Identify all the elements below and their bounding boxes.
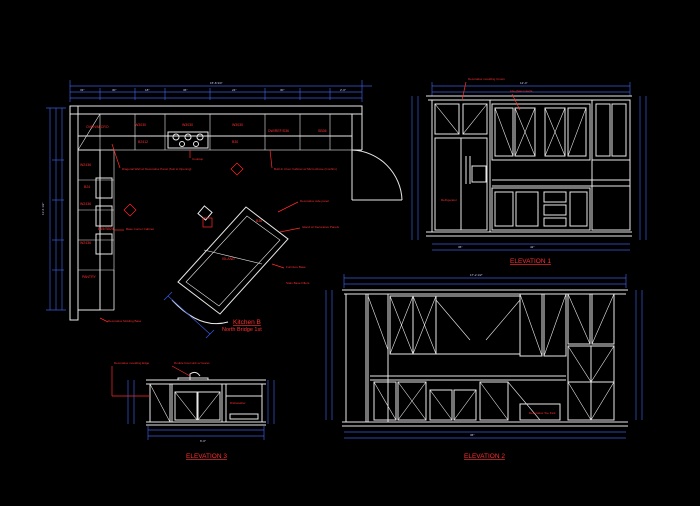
label-cab1: W3030 [135,123,146,127]
plan-left-dimensions: 11'-6 1/2" [41,107,66,311]
label-sink-side: B36 [256,219,262,223]
label-left1: W2436 [80,163,91,167]
dim-plan-c: 18" [145,88,149,92]
plan-island [171,205,289,325]
e1-callout-glass: Lite glass inserts [510,89,533,93]
e2-callout-base: Decorative Toe Kick [529,411,556,415]
burner-icon [196,133,204,141]
dim-e2-a: 36" [470,433,474,437]
plan-top-dimensions: 15'-8 3/4" 33" 30" 18" 36" 24" 30" 2'-0" [69,80,372,102]
floor-plan: 15'-8 3/4" 33" 30" 18" 36" 24" 30" 2'-0"… [41,80,403,339]
e3-callout-sink: Double bowl sink w/ faucet [174,361,210,365]
dim-plan-a: 33" [80,88,84,92]
elevation-3: 6'-0" Decorative moulding Edge Double bo… [111,361,275,460]
label-oven: OVEN/MICRO [86,125,109,129]
cooktop-outline [167,131,209,149]
callout-11: Decorative Molding Base [108,319,142,323]
plan-top-cabinet-run [77,113,353,151]
dim-e3-top: 6'-0" [200,439,206,443]
callout-7: Decorative side panel [300,199,329,203]
burner-icon [184,133,192,141]
dim-plan-g: 2'-0" [340,88,346,92]
callout-3: Built-In Oven Cabinet w/ Micro Above (Co… [274,167,337,171]
e1-callout-fridge: Refrigerator [441,198,457,202]
dim-e1-top: 12'-4" [520,81,528,85]
label-cab6: DW/REF/S36 [268,129,289,133]
e3-callout-dw: Dishwasher [230,401,246,405]
plan-subtitle: North Bridge 1st [222,327,262,333]
dim-left-overall: 11'-6 1/2" [41,203,45,215]
plan-door-swing [351,149,403,201]
dim-top-overall: 15'-8 3/4" [210,81,223,85]
callout-10: Furniture Base [286,265,306,269]
plan-island-dimension [163,291,215,339]
label-left2: B24 [84,185,90,189]
dim-e1-b: 42" [530,245,534,249]
label-cab5: B30 [232,140,238,144]
faucet-icon [189,371,201,380]
plan-cabinet-labels: OVEN/MICRO W3030 B2412 W3030 W3030 B30 D… [80,123,327,279]
elevation-1: 12'-4" 36" 42" [411,77,647,265]
dim-plan-b: 30" [112,88,116,92]
label-left4: W2436 [80,241,91,245]
section-marker-icon [230,162,244,176]
burner-icon [179,141,185,147]
elevation-2-title: ELEVATION 2 [464,453,505,460]
e3-callout-top: Decorative moulding Edge [114,361,150,365]
plan-callouts: Diagonal Wall w/ Decorative Panel (Suit … [99,143,340,323]
label-left3: W2436 [80,202,91,206]
label-cab4: W3030 [232,123,243,127]
elevation-2: 17'-2 1/2" 36" [325,273,643,460]
label-cab3: W3030 [182,123,193,127]
burner-icon [193,141,199,147]
section-marker-icon [123,203,137,217]
dim-plan-e: 24" [232,88,236,92]
ice-dispenser [471,165,487,183]
elevation-1-title: ELEVATION 1 [510,258,551,265]
dim-plan-f: 30" [280,88,284,92]
label-pantry: PANTRY [82,275,97,279]
callout-1: Diagonal Wall w/ Decorative Panel (Suit … [122,167,191,171]
dim-plan-d: 36" [183,88,187,92]
callout-2: Cooktop [192,157,204,161]
plan-title: Kitchen B [233,319,261,326]
dim-e2-top: 17'-2 1/2" [470,273,483,277]
label-cab7: SB36 [318,129,327,133]
plan-left-cabinet-run [77,149,115,311]
dim-e1-a: 36" [458,245,462,249]
callout-13: Stain Base Fillers [286,281,310,285]
label-island: ISLAND [222,257,235,261]
callout-8: Island w/ Decorative Panels [302,225,340,229]
label-left5: B15/SB24 [98,227,114,231]
burner-icon [172,133,180,141]
elevation-3-title: ELEVATION 3 [186,453,227,460]
grid-marker-icon [202,217,213,228]
e1-callout-crown: Decorative moulding Crown [468,77,505,81]
label-cab2: B2412 [138,140,148,144]
callout-6: Base Corner Cabinet [126,227,154,231]
